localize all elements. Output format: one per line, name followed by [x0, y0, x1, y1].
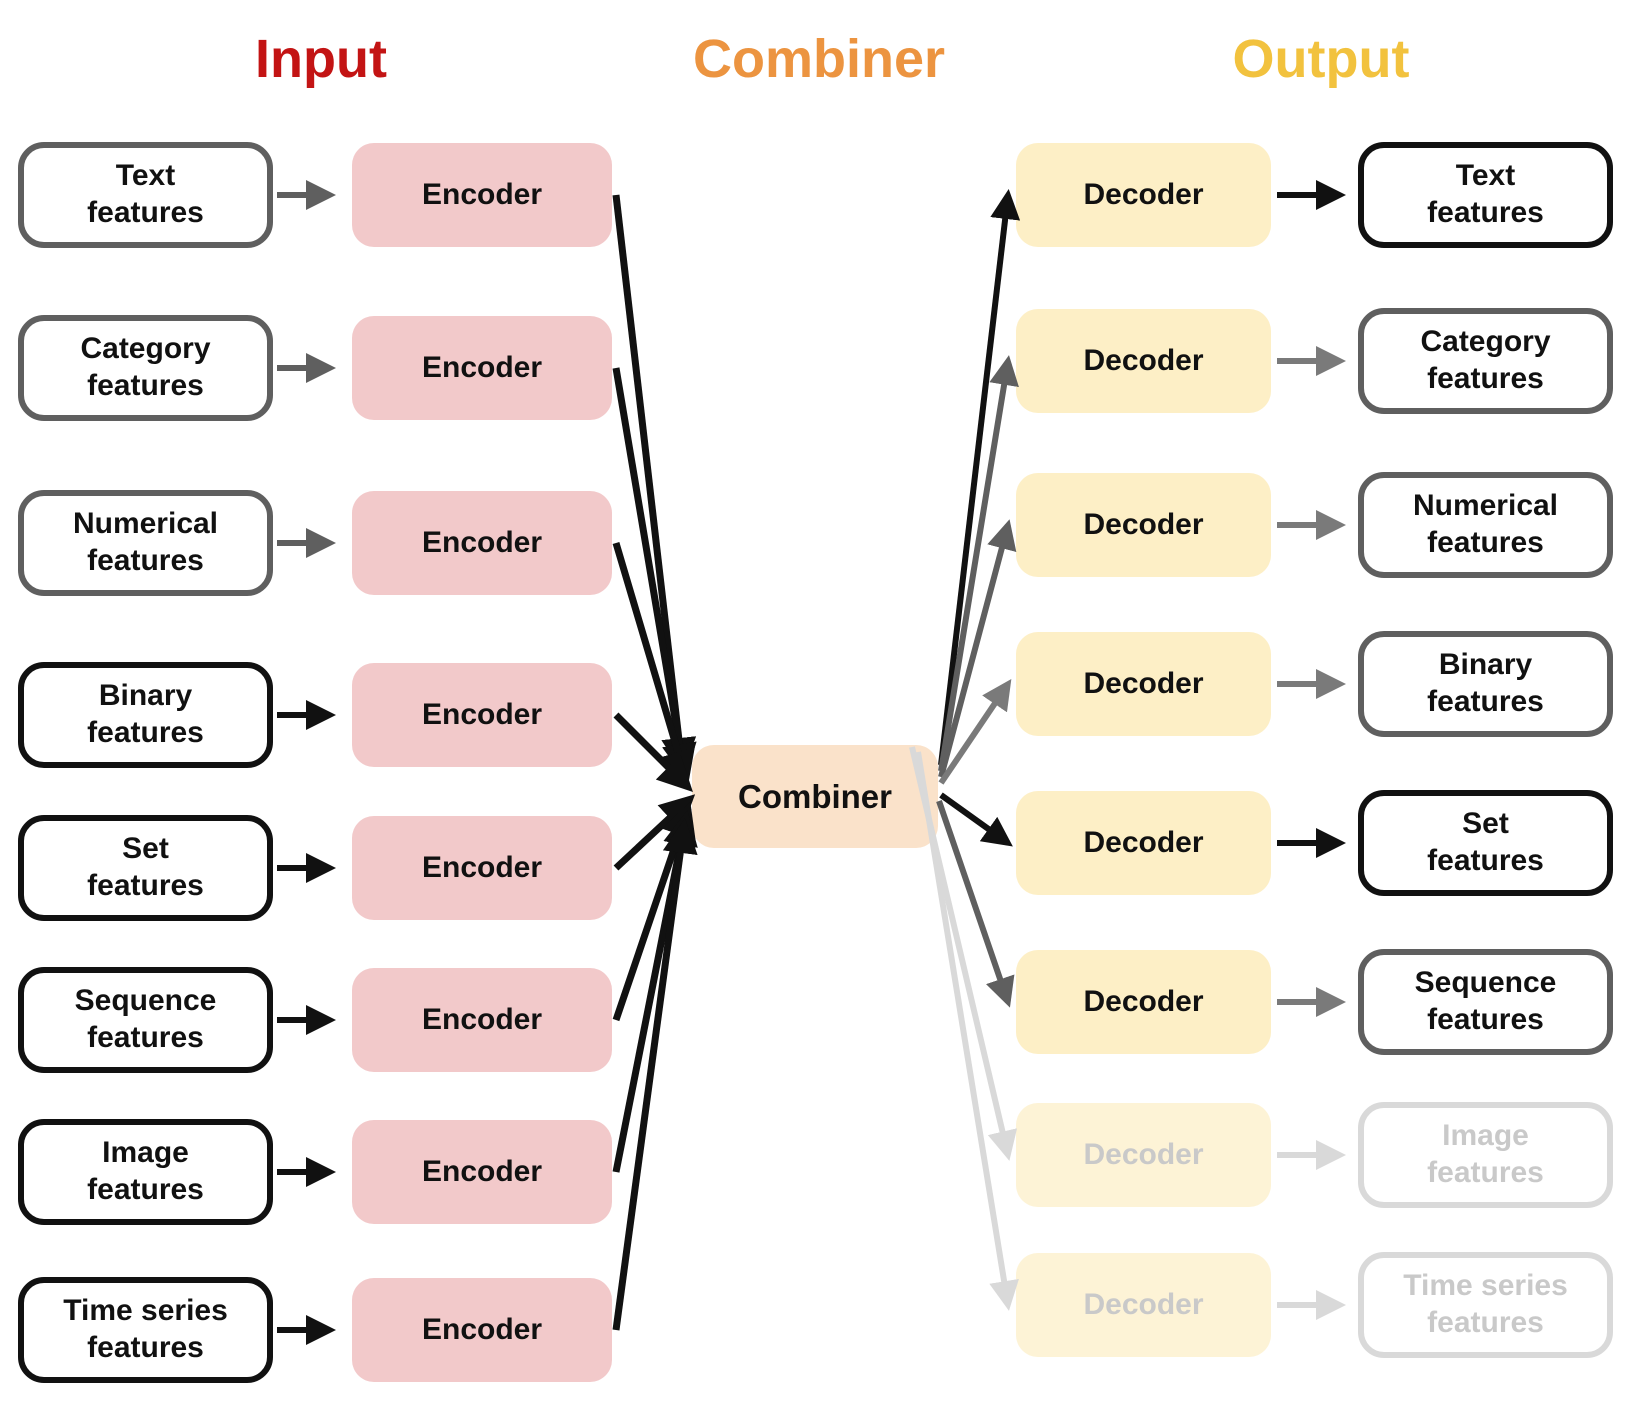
output-feature-category: Category features: [1358, 308, 1613, 414]
input-feature-timeseries: Time series features: [18, 1277, 273, 1383]
encoder-image: Encoder: [352, 1120, 612, 1224]
arrow-encoder-text-to-combiner: [612, 194, 697, 773]
arrow-combiner-to-decoder-numerical: [938, 519, 1017, 778]
encoder-sequence: Encoder: [352, 968, 612, 1072]
output-feature-set: Set features: [1358, 790, 1613, 896]
encoder-text: Encoder: [352, 143, 612, 247]
arrow-encoder-timeseries-to-combiner: [612, 818, 698, 1331]
output-feature-timeseries: Time series features: [1358, 1252, 1613, 1358]
arrow-encoder-image-to-combiner: [612, 810, 698, 1173]
output-feature-numerical: Numerical features: [1358, 472, 1613, 578]
decoder-sequence: Decoder: [1016, 950, 1271, 1054]
arrow-combiner-to-decoder-category: [938, 355, 1019, 772]
encoder-numerical: Encoder: [352, 491, 612, 595]
decoder-category: Decoder: [1016, 309, 1271, 413]
arrow-encoder-numerical-to-combiner: [612, 542, 695, 786]
decoder-timeseries: Decoder: [1016, 1253, 1271, 1357]
decoder-binary: Decoder: [1016, 632, 1271, 736]
arrow-encoder-set-to-combiner: [613, 794, 696, 871]
output-feature-sequence: Sequence features: [1358, 949, 1613, 1055]
input-feature-numerical: Numerical features: [18, 490, 273, 596]
arrow-combiner-to-decoder-sequence: [936, 800, 1015, 1008]
input-feature-image: Image features: [18, 1119, 273, 1225]
output-feature-text: Text features: [1358, 142, 1613, 248]
input-feature-category: Category features: [18, 315, 273, 421]
encoder-category: Encoder: [352, 316, 612, 420]
column-title-output: Output: [1232, 29, 1410, 89]
decoder-numerical: Decoder: [1016, 473, 1271, 577]
input-feature-sequence: Sequence features: [18, 967, 273, 1073]
arrow-encoder-category-to-combiner: [612, 367, 697, 779]
combiner-box: Combiner: [692, 745, 938, 848]
encoder-set: Encoder: [352, 816, 612, 920]
decoder-set: Decoder: [1016, 791, 1271, 895]
output-feature-binary: Binary features: [1358, 631, 1613, 737]
arrow-encoder-sequence-to-combiner: [612, 801, 696, 1022]
decoder-text: Decoder: [1016, 143, 1271, 247]
encoder-timeseries: Encoder: [352, 1278, 612, 1382]
input-feature-binary: Binary features: [18, 662, 273, 768]
arrow-combiner-to-decoder-text: [938, 189, 1021, 766]
arrow-combiner-to-decoder-set: [939, 792, 1013, 847]
decoder-image: Decoder: [1016, 1103, 1271, 1207]
column-title-combiner: Combiner: [692, 29, 946, 89]
arrow-encoder-binary-to-combiner: [613, 712, 693, 792]
arrow-combiner-to-decoder-binary: [938, 679, 1012, 785]
output-feature-image: Image features: [1358, 1102, 1613, 1208]
column-title-input: Input: [255, 29, 387, 89]
encoder-binary: Encoder: [352, 663, 612, 767]
input-feature-set: Set features: [18, 815, 273, 921]
input-feature-text: Text features: [18, 142, 273, 248]
